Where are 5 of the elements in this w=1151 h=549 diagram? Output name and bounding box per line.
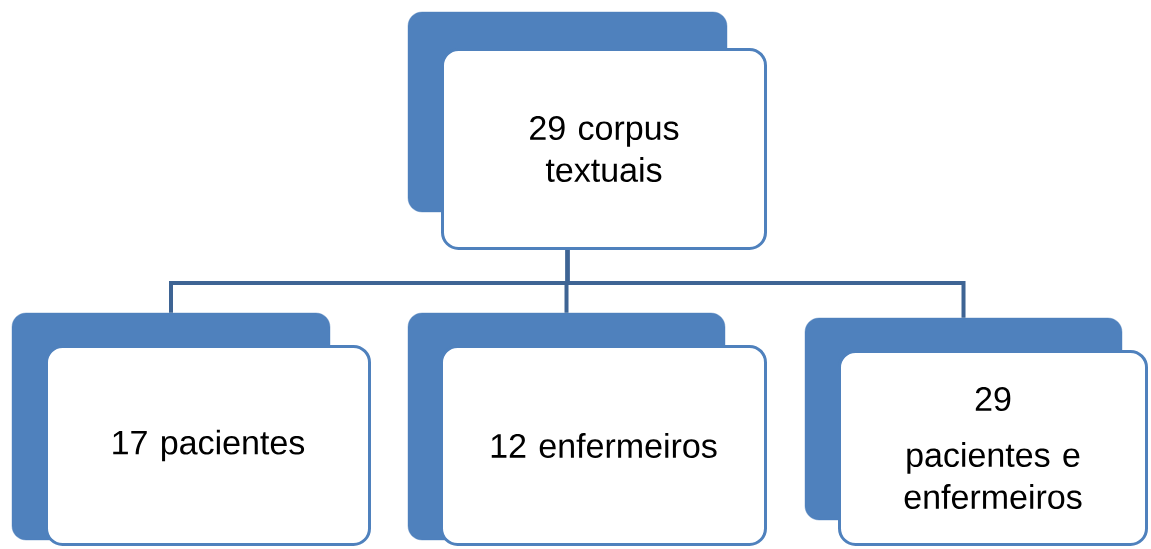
connector-line [565, 250, 966, 318]
process-box: 29 corpus textuais [407, 11, 767, 250]
process-box: 29 pacientes e enfermeiros [804, 317, 1148, 546]
process-box: 12 enfermeiros [407, 312, 767, 546]
process-box: 17 pacientes [11, 312, 371, 546]
